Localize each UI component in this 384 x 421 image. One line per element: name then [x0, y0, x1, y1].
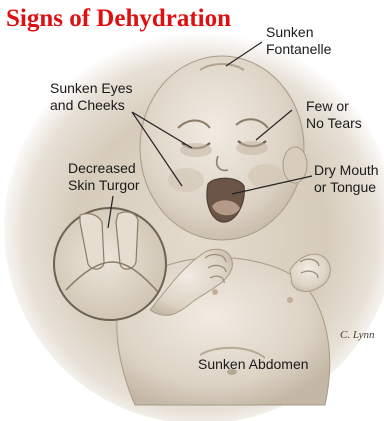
- label-dry-mouth: Dry Mouth or Tongue: [314, 162, 379, 196]
- page-title: Signs of Dehydration: [6, 4, 231, 34]
- label-skin-turgor: Decreased Skin Turgor: [68, 160, 140, 194]
- cheek-left: [168, 168, 204, 192]
- skin-turgor-inset: [54, 208, 166, 320]
- label-sunken-eyes-cheeks: Sunken Eyes and Cheeks: [50, 80, 133, 114]
- cheek-right: [248, 164, 284, 188]
- artist-signature: C. Lynn: [340, 329, 375, 341]
- label-sunken-abdomen: Sunken Abdomen: [198, 356, 309, 373]
- nipple-right: [287, 297, 293, 303]
- nipple-left: [212, 289, 218, 295]
- pinching-finger-right: [116, 212, 138, 269]
- label-sunken-fontanelle: Sunken Fontanelle: [266, 24, 331, 58]
- label-few-tears: Few or No Tears: [306, 98, 362, 132]
